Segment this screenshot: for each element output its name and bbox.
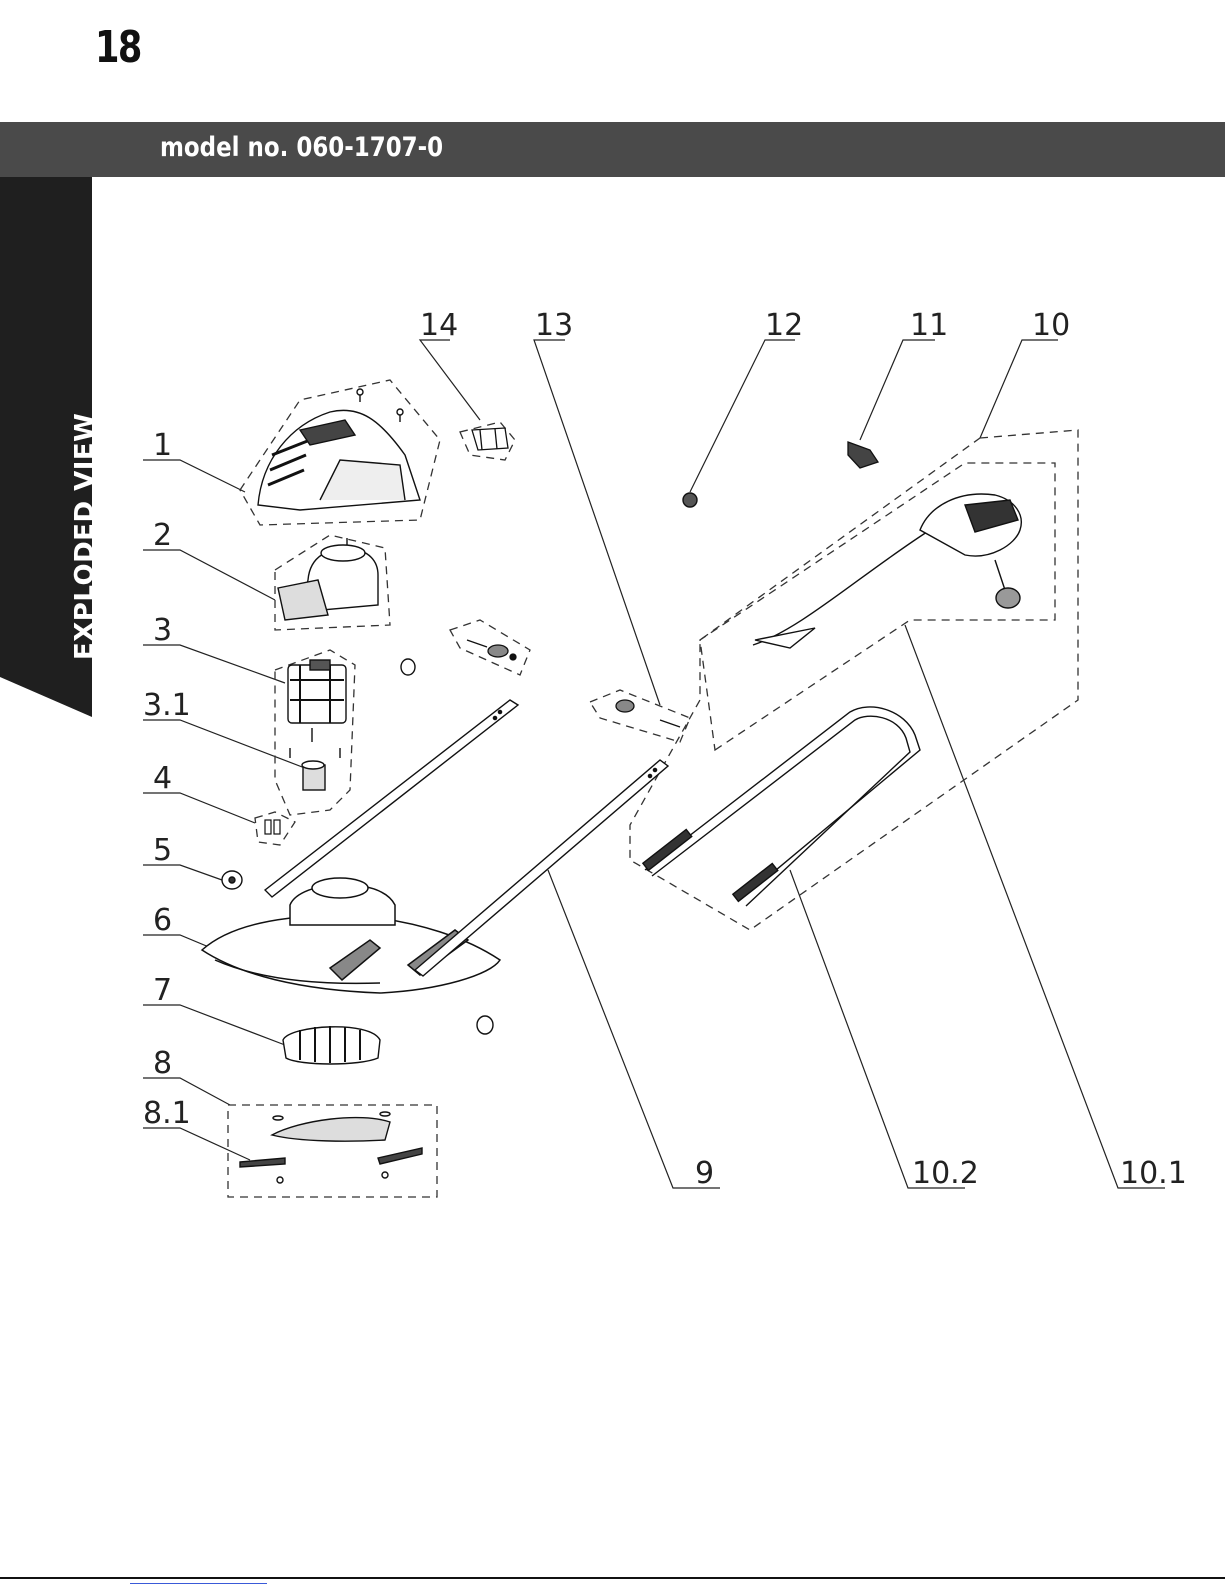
part-7-fan (283, 1026, 380, 1064)
footer-link-underline (130, 1583, 267, 1584)
part-label: 5 (153, 833, 172, 868)
part-label: 14 (420, 308, 458, 343)
part-label: 4 (153, 761, 172, 796)
part-label: 1 (153, 428, 172, 463)
knob-lower (477, 1016, 493, 1034)
part-label: 3.1 (143, 688, 191, 723)
part-14-bracket (472, 428, 508, 450)
part-label: 9 (695, 1156, 714, 1191)
part-10-2-upper-handle (643, 707, 920, 906)
part-label: 10.1 (1120, 1156, 1187, 1191)
part-8-blade-assembly (240, 1112, 422, 1183)
part-label: 2 (153, 518, 172, 553)
part-label: 8.1 (143, 1096, 191, 1131)
part-label: 6 (153, 903, 172, 938)
part-5-washer (222, 871, 242, 889)
part-label: 11 (910, 308, 948, 343)
part-4-fasteners (265, 820, 280, 834)
part-1-cover (258, 389, 420, 510)
part-label: 3 (153, 613, 172, 648)
part-label: 10.2 (912, 1156, 979, 1191)
part-label: 12 (765, 308, 803, 343)
part-label: 8 (153, 1046, 172, 1081)
part-2-hood (278, 538, 378, 620)
part-label: 13 (535, 308, 573, 343)
part-3-motor (288, 660, 346, 790)
part-10-1-switch-handle (753, 494, 1021, 648)
part-12-nut (683, 493, 697, 507)
part-label: 7 (153, 973, 172, 1008)
part-label: 10 (1032, 308, 1070, 343)
knob-left (401, 659, 415, 675)
footer-rule (0, 1577, 1225, 1579)
part-11-clip (848, 442, 878, 468)
